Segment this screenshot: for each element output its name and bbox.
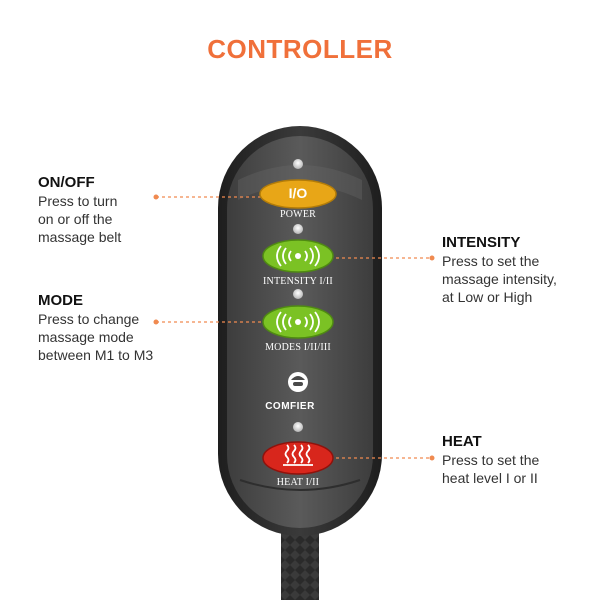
- led-modes: [293, 289, 303, 299]
- annotation-intensity-desc: Press to set the massage intensity, at L…: [442, 253, 557, 305]
- leader-heat-dot: [429, 455, 435, 461]
- vibration-icon: [276, 311, 320, 333]
- annotation-onoff: ON/OFF Press to turn on or off the massa…: [38, 174, 121, 246]
- heat-label: HEAT I/II: [276, 477, 320, 488]
- comfier-logo: [288, 372, 308, 392]
- modes-label: MODES I/II/III: [265, 342, 331, 353]
- led-power: [293, 159, 303, 169]
- cable: [281, 528, 319, 600]
- remote-bottom-curve: [239, 479, 361, 491]
- annotation-heat-title: HEAT: [442, 433, 482, 450]
- leader-lines: [153, 194, 435, 461]
- led-intensity: [293, 224, 303, 234]
- leader-onoff-dot: [153, 194, 159, 200]
- power-button[interactable]: [259, 179, 337, 209]
- page-title: CONTROLLER: [207, 34, 393, 64]
- leader-intensity-dot: [429, 255, 435, 261]
- vibration-icon: [276, 245, 320, 267]
- brand-name: COMFIER: [265, 401, 315, 412]
- annotation-mode-desc: Press to change massage mode between M1 …: [38, 311, 154, 363]
- annotation-mode-title: MODE: [38, 292, 83, 309]
- leader-mode-dot: [153, 319, 159, 325]
- power-label: POWER: [280, 209, 316, 220]
- annotation-onoff-title: ON/OFF: [38, 174, 95, 191]
- heat-button[interactable]: [262, 441, 334, 475]
- annotation-mode: MODE Press to change massage mode betwee…: [38, 292, 153, 364]
- annotation-intensity-title: INTENSITY: [442, 234, 521, 251]
- annotation-heat-desc: Press to set the heat level I or II: [442, 452, 540, 486]
- annotation-heat: HEAT Press to set the heat level I or II: [442, 433, 539, 487]
- annotation-intensity: INTENSITY Press to set the massage inten…: [442, 234, 557, 306]
- power-button-glyph[interactable]: I/O: [288, 185, 308, 201]
- intensity-label: INTENSITY I/II: [263, 276, 333, 287]
- heat-waves-icon: [283, 444, 313, 466]
- led-heat: [293, 422, 303, 432]
- annotation-onoff-desc: Press to turn on or off the massage belt: [38, 193, 122, 245]
